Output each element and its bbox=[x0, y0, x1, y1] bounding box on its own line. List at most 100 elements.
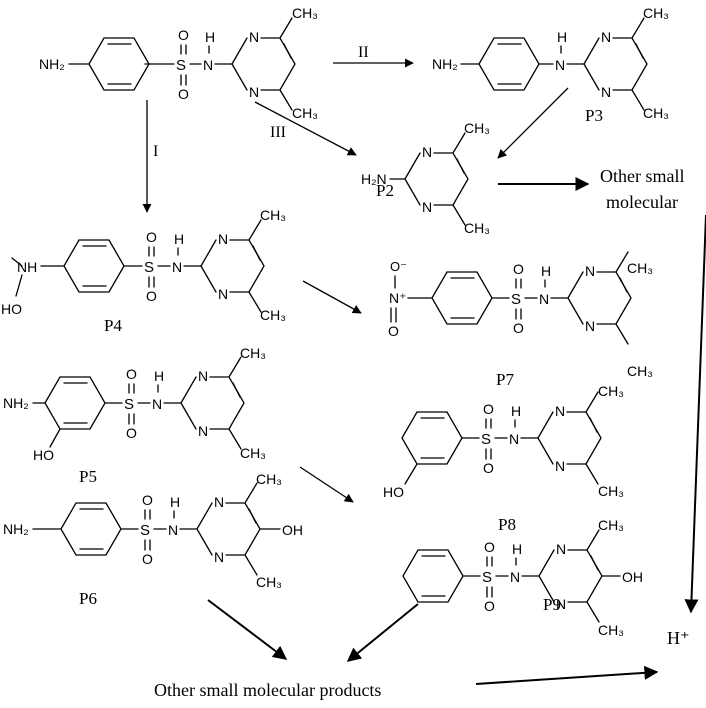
p6-o-bottom: O bbox=[142, 551, 153, 567]
p9-oh: OH bbox=[622, 569, 643, 585]
methyl-top: CH₃ bbox=[292, 5, 318, 21]
molecule-p6: NH₂ S O O N H N N OH CH₃ CH₃ bbox=[3, 471, 303, 590]
p7-benzene-ring bbox=[431, 271, 493, 325]
p8-o-bottom: O bbox=[483, 460, 494, 476]
route-label-I: I bbox=[153, 143, 158, 160]
p3-methyl-bottom: CH₃ bbox=[643, 105, 669, 121]
p7-n1: N bbox=[585, 263, 595, 279]
label-p4: P4 bbox=[104, 316, 122, 335]
arrow-p4-to-p7 bbox=[302, 280, 362, 314]
p4-nh: NH bbox=[17, 259, 37, 275]
molecule-p2: H₂N N N CH₃ CH₃ bbox=[361, 120, 490, 236]
p6-o-top: O bbox=[142, 492, 153, 508]
label-p9: P9 bbox=[543, 595, 561, 614]
p4-n2: N bbox=[218, 286, 228, 302]
p3-benzene-ring bbox=[478, 37, 540, 91]
p7-o-bottom: O bbox=[513, 320, 524, 336]
p7-n-plus: N⁺ bbox=[389, 290, 407, 306]
p5-s: S bbox=[124, 396, 134, 413]
h-plus: H⁺ bbox=[667, 628, 690, 648]
p4-benzene-ring bbox=[63, 239, 125, 293]
atom-h: H bbox=[205, 29, 215, 45]
p5-benzene-ring bbox=[44, 376, 106, 430]
arrow-p6-to-products bbox=[207, 599, 288, 660]
p3-n: N bbox=[555, 57, 565, 73]
methyl-bottom: CH₃ bbox=[292, 105, 318, 121]
p6-methyl-top: CH₃ bbox=[256, 471, 282, 487]
p5-methyl-bottom: CH₃ bbox=[240, 445, 266, 461]
label-p8: P8 bbox=[498, 515, 516, 534]
p8-n2: N bbox=[555, 458, 565, 474]
other-small-molecular-products: Other small molecular products bbox=[154, 680, 381, 700]
p9-o-bottom: O bbox=[484, 598, 495, 614]
p6-methyl-bottom: CH₃ bbox=[256, 574, 282, 590]
p6-n1: N bbox=[214, 494, 224, 510]
label-p3: P3 bbox=[585, 106, 603, 125]
p9-o-top: O bbox=[484, 539, 495, 555]
p5-nh2: NH₂ bbox=[3, 395, 29, 411]
p5-o-top: O bbox=[126, 366, 137, 382]
p9-methyl-top: CH₃ bbox=[598, 517, 624, 533]
p8-n: N bbox=[509, 431, 519, 447]
p5-o-bottom: O bbox=[126, 425, 137, 441]
pathway-labels: I II III P3 P2 Other small molecular P4 … bbox=[79, 44, 690, 700]
p8-methyl-top: CH₃ bbox=[598, 383, 624, 399]
arrow-route-III bbox=[254, 101, 357, 156]
p5-n1: N bbox=[198, 368, 208, 384]
p9-n1: N bbox=[556, 541, 566, 557]
p2-methyl-top: CH₃ bbox=[464, 120, 490, 136]
other-small-line2: molecular bbox=[606, 192, 678, 212]
p6-oh: OH bbox=[282, 522, 303, 538]
p3-methyl-top: CH₃ bbox=[643, 5, 669, 21]
p7-o-minus: O⁻ bbox=[390, 259, 407, 274]
p4-o-bottom: O bbox=[146, 288, 157, 304]
benzene-ring bbox=[88, 37, 150, 91]
p4-h: H bbox=[174, 231, 184, 247]
p3-h: H bbox=[557, 29, 567, 45]
p8-benzene-ring bbox=[401, 411, 463, 465]
p5-n2: N bbox=[198, 423, 208, 439]
molecule-p4: NH HO S O O N H N N CH₃ CH₃ bbox=[1, 207, 286, 323]
p8-methyl-bottom: CH₃ bbox=[598, 483, 624, 499]
route-label-II: II bbox=[358, 44, 369, 61]
arrow-p5-to-p8 bbox=[299, 466, 354, 503]
arrow-p3-to-p2 bbox=[497, 87, 569, 159]
p7-n2: N bbox=[585, 318, 595, 334]
p8-ho: HO bbox=[383, 484, 404, 500]
molecule-p9: S O O N H N N OH CH₃ CH₃ bbox=[402, 517, 643, 638]
atom-s: S bbox=[176, 57, 186, 74]
molecule-parent: NH₂ S O O N H N N CH₃ CH₃ bbox=[39, 5, 318, 121]
p7-s: S bbox=[511, 291, 521, 308]
molecule-p3: NH₂ N H N N CH₃ CH₃ bbox=[432, 5, 669, 121]
molecule-p8: HO S O O N H N N CH₃ CH₃ bbox=[383, 383, 624, 500]
p4-ho: HO bbox=[1, 301, 22, 317]
p2-n2: N bbox=[422, 199, 432, 215]
arrow-p9-to-products bbox=[346, 603, 419, 662]
p9-s: S bbox=[482, 569, 492, 586]
p5-h: H bbox=[154, 368, 164, 384]
p4-s: S bbox=[144, 259, 154, 276]
p5-n: N bbox=[152, 396, 162, 412]
p7-methyl-bottom: CH₃ bbox=[627, 363, 653, 379]
label-p6: P6 bbox=[79, 589, 97, 608]
label-p7: P7 bbox=[496, 370, 514, 389]
atom-o-top: O bbox=[178, 27, 189, 43]
p3-nh2: NH₂ bbox=[432, 56, 458, 72]
p4-methyl-top: CH₃ bbox=[260, 207, 286, 223]
p9-h: H bbox=[512, 541, 522, 557]
p9-benzene-ring bbox=[402, 549, 464, 603]
p6-h: H bbox=[170, 494, 180, 510]
p3-n2: N bbox=[601, 84, 611, 100]
p2-methyl-bottom: CH₃ bbox=[464, 220, 490, 236]
p2-h2n: H₂N bbox=[361, 171, 387, 187]
p6-benzene-ring bbox=[60, 502, 122, 556]
p4-o-top: O bbox=[146, 229, 157, 245]
atom-n: N bbox=[203, 57, 213, 73]
p6-s: S bbox=[140, 522, 150, 539]
p4-n1: N bbox=[218, 231, 228, 247]
label-p5: P5 bbox=[79, 467, 97, 486]
p5-methyl-top: CH₃ bbox=[240, 345, 266, 361]
p9-n2: N bbox=[556, 596, 566, 612]
p4-methyl-bottom: CH₃ bbox=[260, 307, 286, 323]
